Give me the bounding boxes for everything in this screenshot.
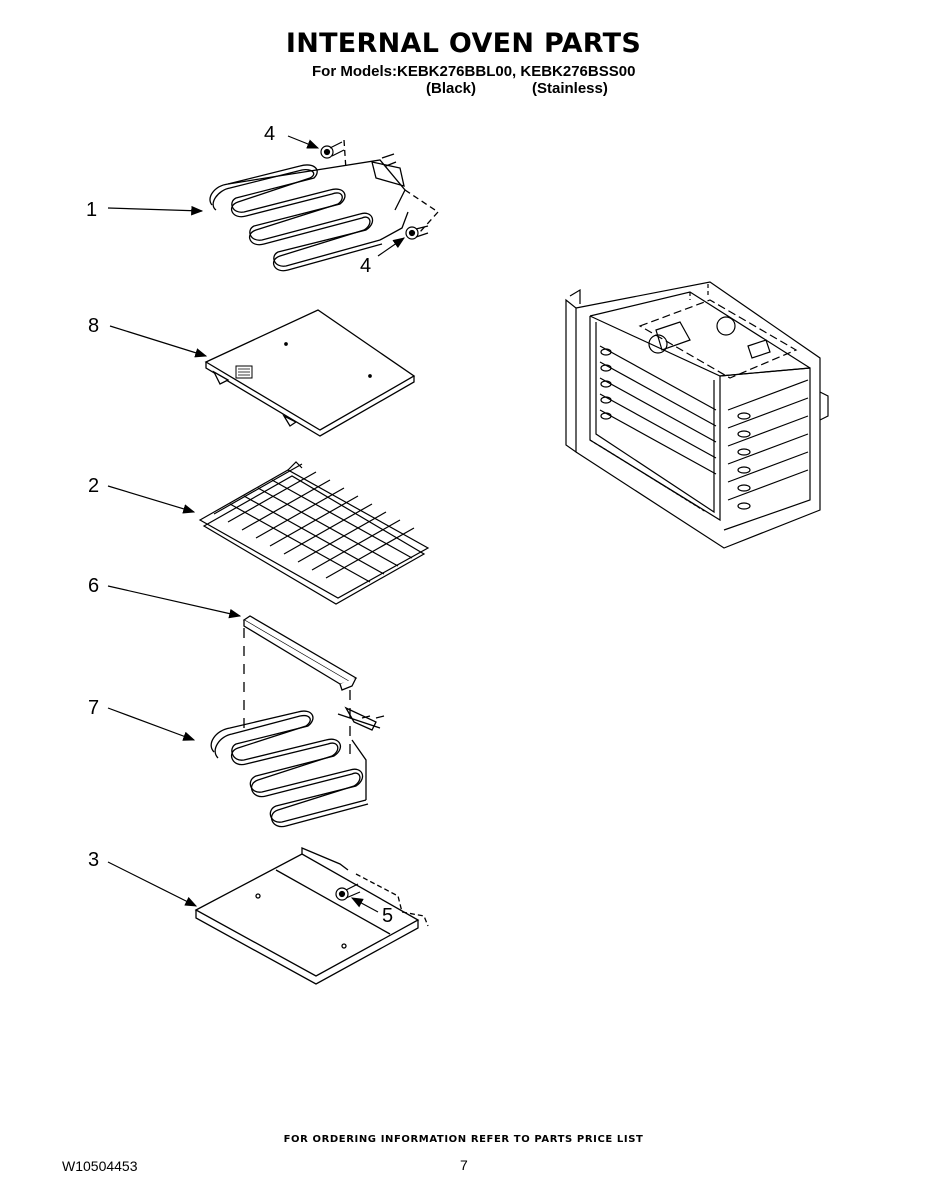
callout-2: 2 — [88, 475, 99, 497]
callout-4-lower: 4 — [360, 255, 371, 277]
variant-black-label: (Black) — [426, 80, 477, 97]
bottom-panel — [194, 847, 429, 985]
broil-element — [209, 139, 439, 272]
bake-element — [210, 706, 385, 828]
cover-panel — [204, 309, 416, 437]
callout-1: 1 — [86, 199, 97, 221]
oven-rack — [198, 461, 430, 605]
leader-lines — [107, 135, 405, 913]
page-number: 7 — [460, 1157, 468, 1173]
callout-7: 7 — [88, 697, 99, 719]
callout-4-upper: 4 — [264, 123, 275, 145]
callout-5: 5 — [382, 905, 393, 927]
callout-6: 6 — [88, 575, 99, 597]
document-number: W10504453 — [62, 1158, 138, 1174]
page-title: INTERNAL OVEN PARTS — [285, 28, 642, 59]
variant-stainless-label: (Stainless) — [532, 80, 608, 97]
screw-lower — [405, 225, 429, 240]
models-line: For Models:KEBK276BBL00, KEBK276BSS00 — [312, 63, 636, 80]
screw-bottom — [335, 883, 361, 901]
oven-cavity-assembly — [565, 281, 829, 549]
callout-3: 3 — [88, 849, 99, 871]
callout-8: 8 — [88, 315, 99, 337]
ordering-note: FOR ORDERING INFORMATION REFER TO PARTS … — [283, 1134, 644, 1145]
callout-numbers: 1 4 4 8 2 6 7 3 5 — [86, 123, 393, 927]
screw-upper — [320, 141, 345, 159]
element-bracket — [242, 615, 358, 760]
